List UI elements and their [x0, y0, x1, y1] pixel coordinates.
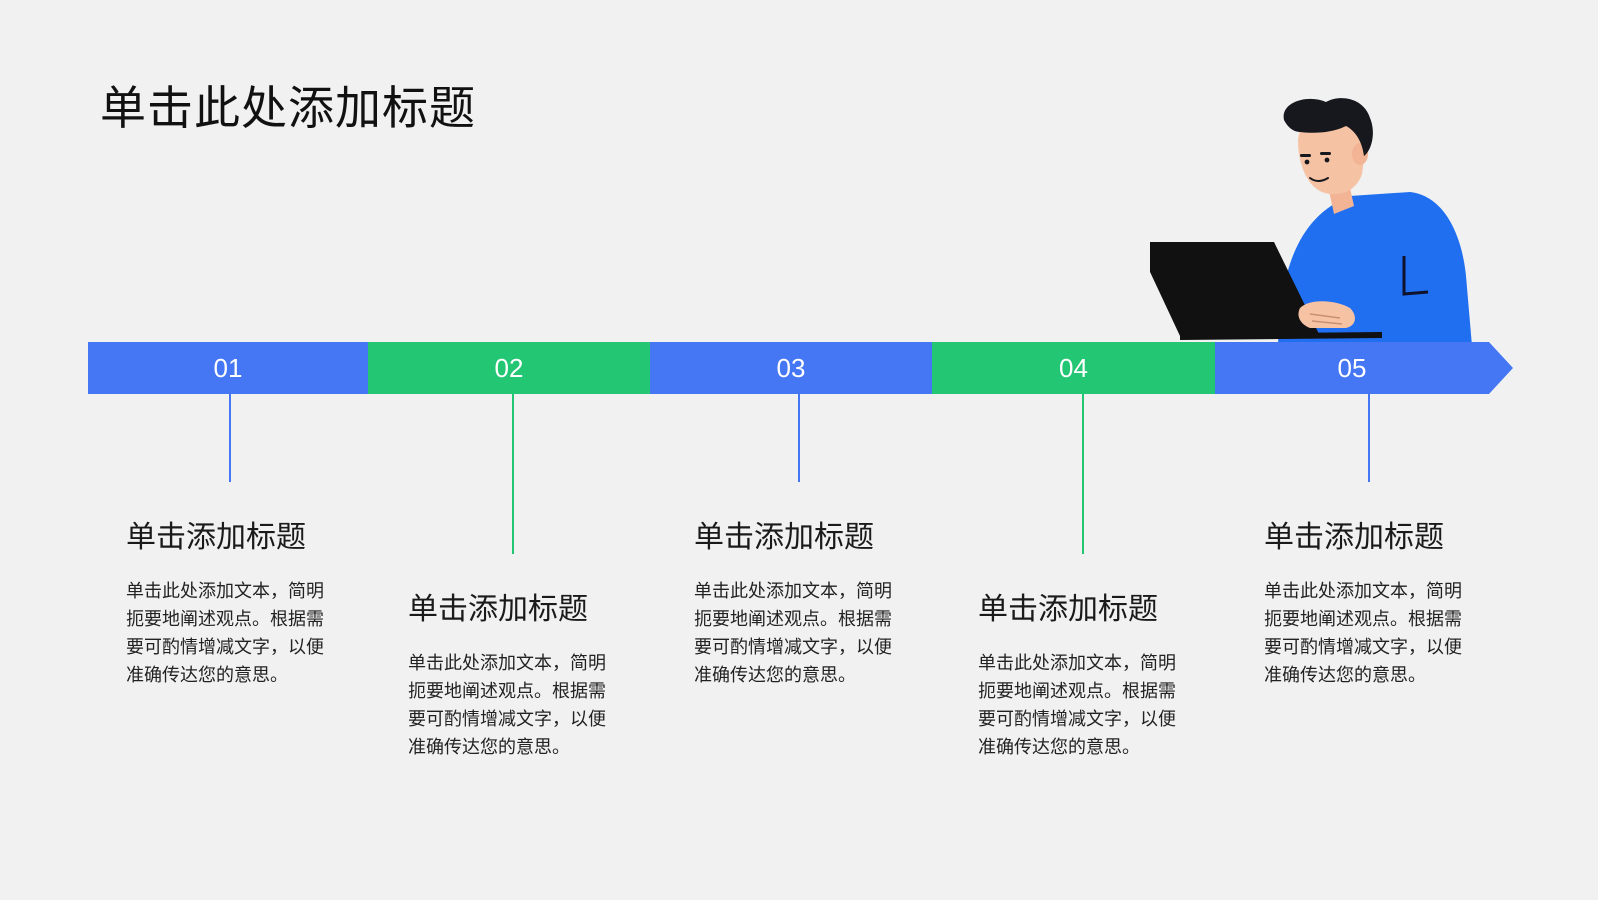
- step-heading[interactable]: 单击添加标题: [978, 592, 1158, 627]
- connector-line-01: [229, 394, 231, 482]
- connector-line-03: [798, 394, 800, 482]
- timeline-segment-03: 03: [650, 342, 932, 394]
- step-number: 02: [494, 352, 524, 383]
- step-body[interactable]: 单击此处添加文本，简明扼要地阐述观点。根据需要可酌情增减文字，以便准确传达您的意…: [978, 653, 1176, 758]
- step-card-04: 单击添加标题 单击此处添加文本，简明扼要地阐述观点。根据需要可酌情增减文字，以便…: [978, 584, 1193, 762]
- step-body[interactable]: 单击此处添加文本，简明扼要地阐述观点。根据需要可酌情增减文字，以便准确传达您的意…: [408, 653, 606, 758]
- step-body[interactable]: 单击此处添加文本，简明扼要地阐述观点。根据需要可酌情增减文字，以便准确传达您的意…: [694, 581, 892, 686]
- connector-line-05: [1368, 394, 1370, 482]
- step-body[interactable]: 单击此处添加文本，简明扼要地阐述观点。根据需要可酌情增减文字，以便准确传达您的意…: [126, 581, 324, 686]
- step-number: 03: [776, 352, 806, 383]
- connector-line-02: [512, 394, 514, 554]
- step-card-01: 单击添加标题 单击此处添加文本，简明扼要地阐述观点。根据需要可酌情增减文字，以便…: [126, 512, 341, 690]
- person-laptop-icon: [1150, 98, 1472, 346]
- step-heading[interactable]: 单击添加标题: [1264, 520, 1444, 555]
- step-number: 04: [1059, 352, 1088, 383]
- slide-title[interactable]: 单击此处添加标题: [100, 81, 476, 135]
- step-number: 01: [213, 352, 243, 383]
- step-heading[interactable]: 单击添加标题: [694, 520, 874, 555]
- timeline-arrow-icon: [1489, 342, 1513, 394]
- timeline-segment-05: 05: [1215, 342, 1489, 394]
- timeline-segment-02: 02: [368, 342, 650, 394]
- step-card-05: 单击添加标题 单击此处添加文本，简明扼要地阐述观点。根据需要可酌情增减文字，以便…: [1264, 512, 1479, 690]
- step-number: 05: [1337, 352, 1367, 383]
- step-card-02: 单击添加标题 单击此处添加文本，简明扼要地阐述观点。根据需要可酌情增减文字，以便…: [408, 584, 623, 762]
- timeline-segment-04: 04: [932, 342, 1215, 394]
- timeline-bar: 01 02 03 04 05: [88, 342, 1513, 394]
- step-heading[interactable]: 单击添加标题: [408, 592, 588, 627]
- step-body[interactable]: 单击此处添加文本，简明扼要地阐述观点。根据需要可酌情增减文字，以便准确传达您的意…: [1264, 581, 1462, 686]
- step-card-03: 单击添加标题 单击此处添加文本，简明扼要地阐述观点。根据需要可酌情增减文字，以便…: [694, 512, 909, 690]
- timeline-segment-01: 01: [88, 342, 368, 394]
- step-heading[interactable]: 单击添加标题: [126, 520, 306, 555]
- connector-line-04: [1082, 394, 1084, 554]
